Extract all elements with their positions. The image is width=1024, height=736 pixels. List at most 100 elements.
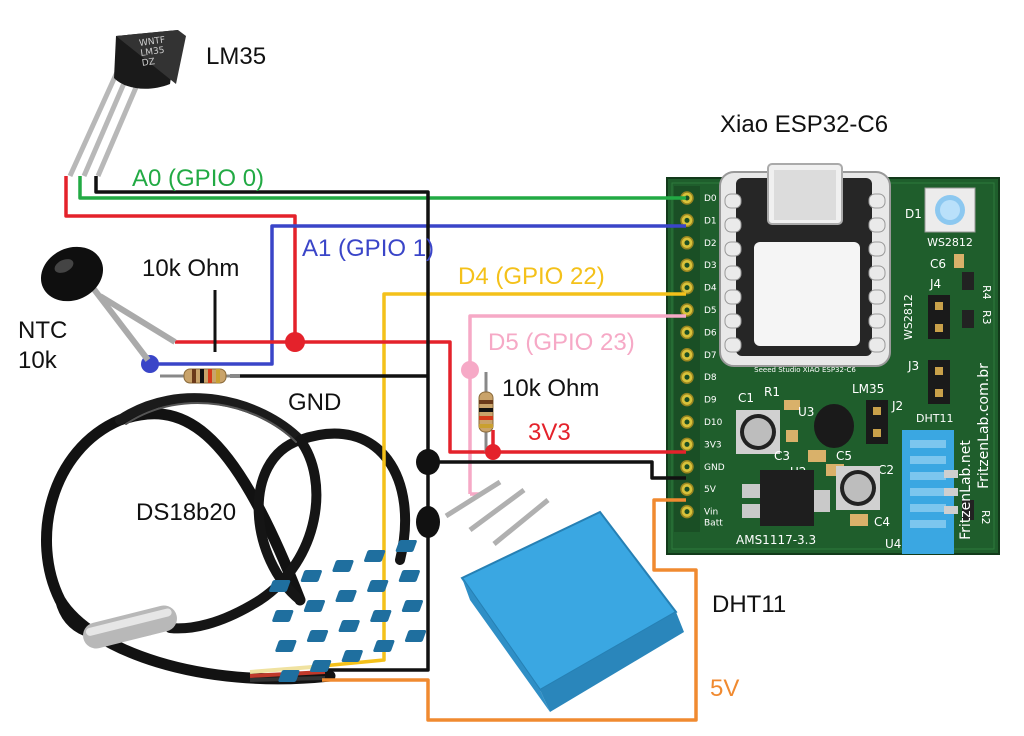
dht11-grill-hole <box>335 590 357 602</box>
module-pad <box>724 337 742 353</box>
silk-j4: J4 <box>929 277 941 291</box>
pcb-pin-label: D10 <box>704 418 723 428</box>
r4-resistor <box>962 272 974 290</box>
wire-a0 <box>78 176 686 200</box>
silk-c5: C5 <box>836 449 852 463</box>
label-r2: 10k Ohm <box>502 375 599 402</box>
dht11-grill-hole <box>404 630 427 642</box>
dht11-grill-hole <box>364 550 386 562</box>
junction-d5 <box>461 361 479 379</box>
r3-resistor <box>962 310 974 328</box>
silk-u3: U3 <box>798 405 814 419</box>
label-5v: 5V <box>710 675 739 702</box>
junction-3v3-ntc <box>285 332 305 352</box>
wire-d4 <box>321 292 686 668</box>
wires <box>64 176 698 722</box>
silk-c4: C4 <box>874 515 890 529</box>
label-ntc-line2: 10k <box>18 347 58 374</box>
xiao-module: Seeed Studio XIAO ESP32-C6 <box>719 163 891 374</box>
ds18b20-steel-tip <box>83 605 177 649</box>
dht11-grill-hole <box>303 600 326 612</box>
dht11-grill-hole <box>300 570 322 582</box>
label-lm35: LM35 <box>206 43 266 70</box>
silk-r1: R1 <box>764 385 780 399</box>
silk-d1: D1 <box>905 207 922 221</box>
pcb-pin-label: D6 <box>704 328 717 338</box>
u3-chip <box>814 404 854 448</box>
pcb-pin-label: D9 <box>704 396 717 406</box>
module-pad <box>868 217 886 233</box>
module-pad <box>868 313 886 329</box>
pcb-pin-label: D8 <box>704 373 717 383</box>
label-r1: 10k Ohm <box>142 255 239 282</box>
dht11-grill-hole <box>306 630 329 642</box>
r2-resistor <box>962 500 974 520</box>
silk-r3: R3 <box>980 310 993 325</box>
junction-gnd-1 <box>416 449 440 475</box>
j4-jumper <box>928 295 950 339</box>
pcb-pin-label: 3V3 <box>704 440 722 450</box>
dht11-grill-hole <box>278 670 300 682</box>
label-3v3: 3V3 <box>528 419 571 446</box>
dht11-grill-hole <box>398 570 420 582</box>
u2-regulator <box>760 470 814 526</box>
dht11-grill-hole <box>367 580 389 592</box>
module-pad <box>724 193 742 209</box>
wire-5v <box>322 498 698 722</box>
label-a0: A0 (GPIO 0) <box>132 165 264 192</box>
c3-cap <box>808 450 826 462</box>
dht11-grill-hole <box>401 600 424 612</box>
label-ntc-line1: NTC <box>18 317 67 344</box>
j2-jumper <box>866 400 888 444</box>
wire-lm35-3v3 <box>64 176 297 342</box>
dht11-grill-hole <box>338 620 360 632</box>
pcb-pin-label: Batt <box>704 519 723 529</box>
module-pad <box>868 289 886 305</box>
dht11-grill-hole <box>395 540 417 552</box>
dht11-grill-hole <box>272 610 294 622</box>
module-pad <box>724 313 742 329</box>
silk-u4: U4 <box>885 537 901 551</box>
silk-c3: C3 <box>774 449 790 463</box>
dht11-grill-hole <box>269 580 291 592</box>
label-dht11: DHT11 <box>712 591 786 618</box>
module-pad <box>724 265 742 281</box>
pcb-pins <box>680 191 694 519</box>
c6-cap <box>954 254 964 268</box>
pcb-pin-label: GND <box>704 463 725 473</box>
silk-j2: J2 <box>891 399 903 413</box>
module-pad <box>724 241 742 257</box>
junction-3v3-dht <box>485 444 501 460</box>
silk-dht11: DHT11 <box>916 412 953 425</box>
junction-gnd-2 <box>416 506 440 538</box>
label-a1: A1 (GPIO 1) <box>302 235 434 262</box>
resistor-ntc-divider <box>160 290 240 384</box>
label-gnd: GND <box>288 389 341 416</box>
module-pad <box>724 289 742 305</box>
silk-c1: C1 <box>738 391 754 405</box>
dht11-grill-hole <box>341 650 363 662</box>
dht11-grill-hole <box>370 610 392 622</box>
module-pad <box>868 337 886 353</box>
silk-c6: C6 <box>930 257 946 271</box>
silk-c2: C2 <box>878 463 894 477</box>
wire-3v3 <box>175 340 686 454</box>
label-board: Xiao ESP32-C6 <box>720 111 888 138</box>
pcb-pin-label: D0 <box>704 194 717 204</box>
wire-gnd <box>94 176 430 672</box>
module-pad <box>868 241 886 257</box>
dht11-grill-hole <box>275 640 297 652</box>
label-ds18b20: DS18b20 <box>136 499 236 526</box>
silk-r4: R4 <box>980 285 993 300</box>
silk-lm35: LM35 <box>852 382 884 396</box>
module-label: Seeed Studio XIAO ESP32-C6 <box>754 366 856 374</box>
module-pad <box>724 217 742 233</box>
module-pad <box>868 193 886 209</box>
silk-ws2812: WS2812 <box>927 236 973 249</box>
pcb-pin-label: 5V <box>704 485 717 495</box>
label-d5: D5 (GPIO 23) <box>488 329 635 356</box>
c4-cap <box>850 514 868 526</box>
